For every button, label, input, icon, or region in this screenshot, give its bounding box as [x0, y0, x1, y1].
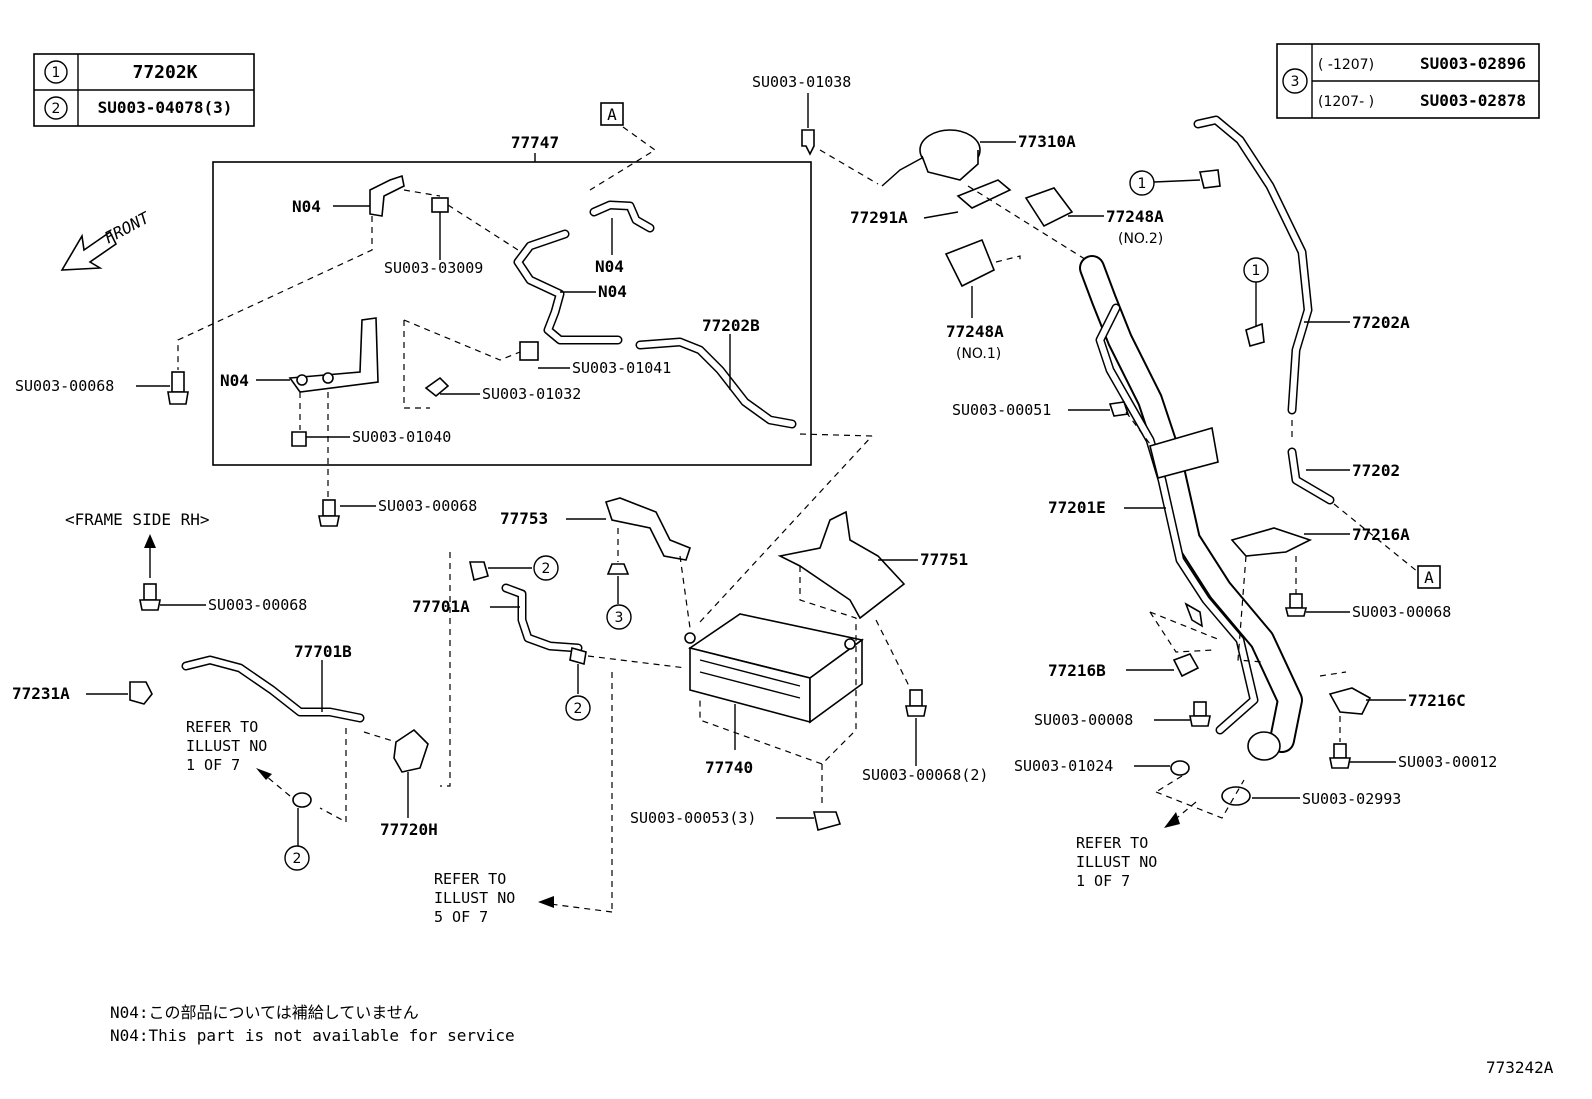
legend-range-value-1: SU003-02896	[1420, 54, 1526, 73]
label-su003-00068-left: SU003-00068	[15, 377, 114, 395]
callout-2-a: 2	[542, 561, 551, 577]
label-su003-01024: SU003-01024	[1014, 757, 1113, 775]
illustration-code: 773242A	[1486, 1058, 1554, 1077]
legend-value-2: SU003-04078(3)	[98, 98, 233, 117]
label-77248a-no2: 77248A	[1106, 207, 1164, 226]
bolt-su003-00068-box: SU003-00068	[318, 497, 477, 527]
legend-range-2: (1207- )	[1318, 94, 1374, 110]
view-marker-a-right: A	[1424, 568, 1434, 587]
filler-area: SU003-01038 77310A 77291A 77248A (NO.2) …	[752, 73, 1497, 890]
label-77751: 77751	[920, 550, 968, 569]
label-su003-00068-box: SU003-00068	[378, 497, 477, 515]
label-77701b: 77701B	[294, 642, 352, 661]
label-su003-00053-3: SU003-00053(3)	[630, 809, 756, 827]
legend-range-value-2: SU003-02878	[1420, 91, 1526, 110]
label-77216b: 77216B	[1048, 661, 1106, 680]
refer-left-line-3: 1 OF 7	[186, 756, 240, 774]
legend-left: 1 2 77202K SU003-04078(3)	[33, 53, 255, 127]
view-marker-a-top: A	[607, 105, 617, 124]
label-n04-c: N04	[598, 282, 627, 301]
refer-mid-line-1: REFER TO	[434, 870, 506, 888]
label-su003-00012: SU003-00012	[1398, 753, 1497, 771]
label-su003-00068-right: SU003-00068	[1352, 603, 1451, 621]
label-77216a: 77216A	[1352, 525, 1410, 544]
callout-1-a: 1	[1138, 176, 1147, 192]
label-su003-00008: SU003-00008	[1034, 711, 1133, 729]
label-77747: 77747	[511, 133, 559, 152]
callout-3: 3	[615, 610, 624, 626]
label-77720h: 77720H	[380, 820, 438, 839]
canister-area: 77753 3 77751 77740 SU003-0006	[500, 433, 988, 912]
refer-right-line-2: ILLUST NO	[1076, 853, 1157, 871]
label-77310a: 77310A	[1018, 132, 1076, 151]
refer-mid-line-3: 5 OF 7	[434, 908, 488, 926]
label-77231a: 77231A	[12, 684, 70, 703]
label-su003-00068-2: SU003-00068(2)	[862, 766, 988, 784]
label-su003-01038: SU003-01038	[752, 73, 851, 91]
legend-mark-3: 3	[1291, 74, 1300, 90]
label-77701a: 77701A	[412, 597, 470, 616]
note-english: N04:This part is not available for servi…	[110, 1026, 515, 1045]
callout-1-b: 1	[1252, 263, 1261, 279]
refer-right-line-1: REFER TO	[1076, 834, 1148, 852]
label-77216c: 77216C	[1408, 691, 1466, 710]
label-77248a-no2-sub: (NO.2)	[1118, 231, 1163, 247]
legend-mark-2: 2	[52, 101, 61, 117]
label-su003-01040: SU003-01040	[352, 428, 451, 446]
label-77740: 77740	[705, 758, 753, 777]
label-n04-b: N04	[595, 257, 624, 276]
label-77753: 77753	[500, 509, 548, 528]
label-77291a: 77291A	[850, 208, 908, 227]
callout-2-c: 2	[293, 851, 302, 867]
refer-left-line-2: ILLUST NO	[186, 737, 267, 755]
refer-mid-line-2: ILLUST NO	[434, 889, 515, 907]
label-su003-01041: SU003-01041	[572, 359, 671, 377]
refer-left-line-1: REFER TO	[186, 718, 258, 736]
label-77202a: 77202A	[1352, 313, 1410, 332]
frame-side: <FRAME SIDE RH> SU003-00068	[65, 510, 307, 614]
label-su003-01032: SU003-01032	[482, 385, 581, 403]
label-n04-a: N04	[292, 197, 321, 216]
legend-value-1: 77202K	[132, 62, 197, 83]
legend-mark-1: 1	[52, 65, 61, 81]
assembly-77747: 77747 A N04 SU003-03009 N0	[177, 102, 812, 498]
label-77248a-no1-sub: (NO.1)	[956, 346, 1001, 362]
label-77202: 77202	[1352, 461, 1400, 480]
bolt-su003-00068-left: SU003-00068	[15, 371, 189, 405]
front-arrow-icon: FRONT	[60, 208, 154, 271]
legend-range-1: ( -1207)	[1318, 57, 1374, 73]
label-77201e: 77201E	[1048, 498, 1106, 517]
frame-side-label: <FRAME SIDE RH>	[65, 510, 210, 529]
label-su003-02993: SU003-02993	[1302, 790, 1401, 808]
refer-right-line-3: 1 OF 7	[1076, 872, 1130, 890]
hose-area: 2 2 77701A 77701B 77231A 77720H 2 REFER …	[12, 552, 613, 926]
note-japanese: N04:この部品については補給していません	[110, 1003, 419, 1022]
legend-right: 3 ( -1207) SU003-02896 (1207- ) SU003-02…	[1276, 43, 1540, 119]
label-n04-d: N04	[220, 371, 249, 390]
label-77202b: 77202B	[702, 316, 760, 335]
label-su003-00051: SU003-00051	[952, 401, 1051, 419]
label-su003-03009: SU003-03009	[384, 259, 483, 277]
front-label: FRONT	[101, 208, 154, 248]
label-77248a-no1: 77248A	[946, 322, 1004, 341]
label-su003-00068-frame: SU003-00068	[208, 596, 307, 614]
callout-2-b: 2	[574, 701, 583, 717]
